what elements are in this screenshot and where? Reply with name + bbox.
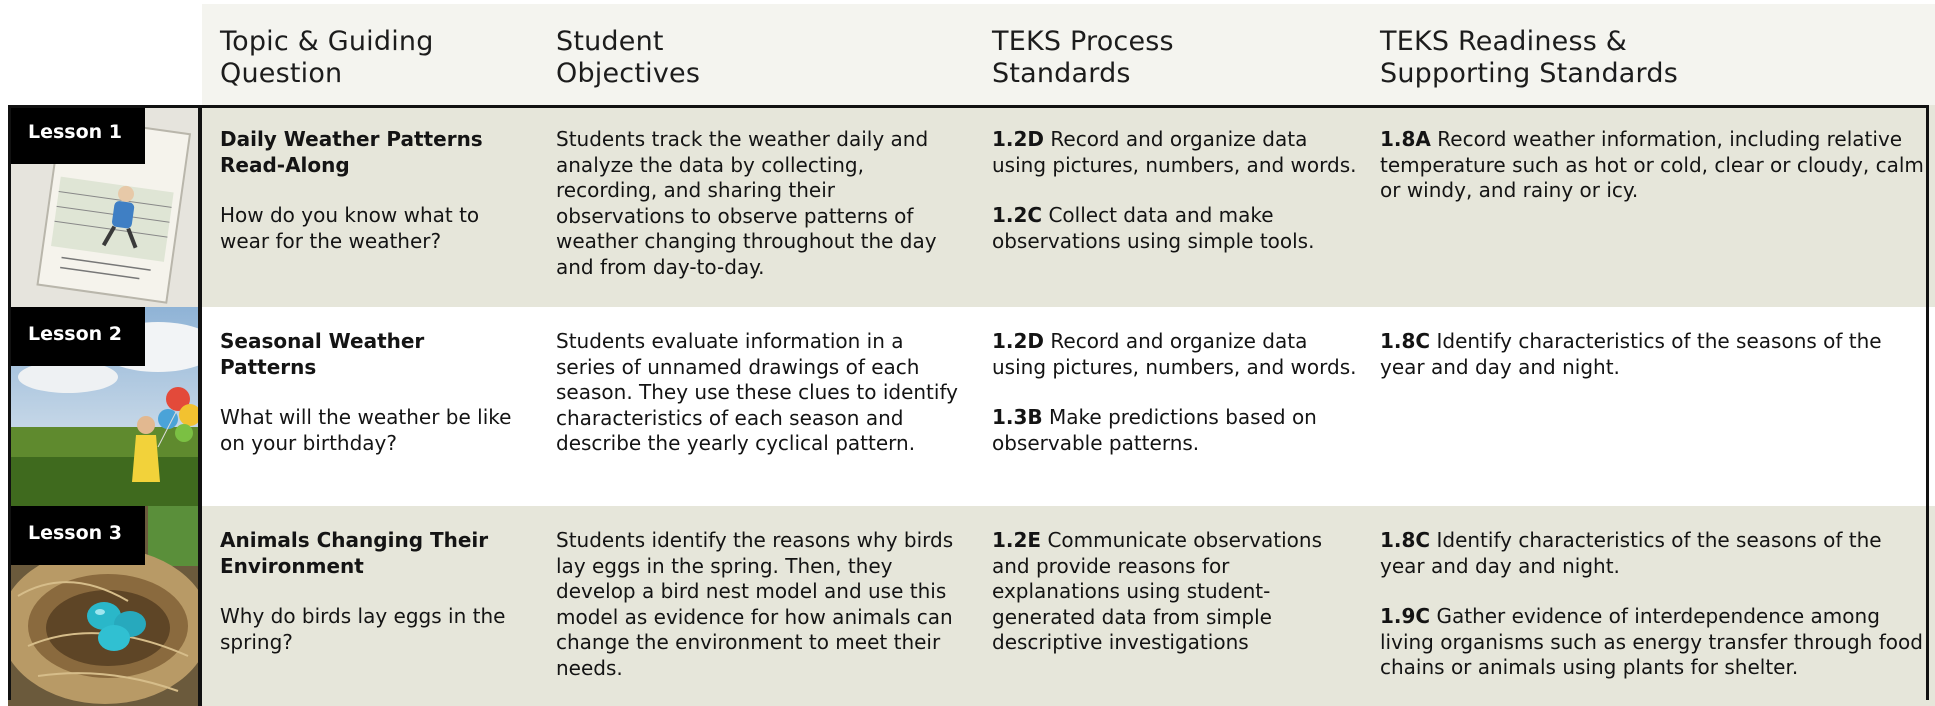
standard-text: Communicate observations and provide rea… <box>992 528 1322 654</box>
readiness-standards-cell: 1.8A Record weather information, includi… <box>1380 127 1925 204</box>
topic-title: Seasonal Weather Patterns <box>220 329 425 379</box>
lesson-label: Lesson 2 <box>8 307 145 366</box>
objectives-cell: Students identify the reasons why birds … <box>556 528 954 680</box>
standard-code: 1.3B <box>992 405 1043 429</box>
topic-title: Animals Changing Their Environment <box>220 528 489 578</box>
column-header-readiness-standards: TEKS Readiness & Supporting Standards <box>1380 26 1678 89</box>
lesson-2-thumbnail: Lesson 2 <box>8 307 202 506</box>
lesson-1-thumbnail: Lesson 1 <box>8 105 202 307</box>
column-header-topic: Topic & Guiding Question <box>220 26 434 89</box>
table-row-lesson-3: Lesson 3 Animals Changing Their Environm… <box>8 506 1935 706</box>
table-header: Topic & Guiding Question Student Objecti… <box>202 4 1935 105</box>
objectives-cell: Students track the weather daily and ana… <box>556 127 937 279</box>
standard-item: 1.8C Identify characteristics of the sea… <box>1380 528 1925 579</box>
topic-cell: Seasonal Weather Patterns What will the … <box>220 329 520 456</box>
lesson-label: Lesson 3 <box>8 506 145 565</box>
lesson-table: Lesson 1 Daily Weather Patterns Read-Alo… <box>8 105 1935 706</box>
standard-item: 1.2C Collect data and make observations … <box>992 203 1362 254</box>
process-standards-cell: 1.2D Record and organize data using pict… <box>992 329 1362 456</box>
lesson-label: Lesson 1 <box>8 105 145 164</box>
standard-text: Record weather information, including re… <box>1380 127 1924 202</box>
process-standards-cell: 1.2D Record and organize data using pict… <box>992 127 1362 254</box>
lesson-3-thumbnail: Lesson 3 <box>8 506 202 706</box>
standard-item: 1.8A Record weather information, includi… <box>1380 127 1925 204</box>
standard-code: 1.2E <box>992 528 1042 552</box>
standard-text: Gather evidence of interdependence among… <box>1380 604 1923 679</box>
column-header-objectives: Student Objectives <box>556 26 701 89</box>
standard-item: 1.9C Gather evidence of interdependence … <box>1380 604 1925 681</box>
table-row-lesson-1: Lesson 1 Daily Weather Patterns Read-Alo… <box>8 105 1935 307</box>
standard-code: 1.2D <box>992 329 1045 353</box>
standard-text: Identify characteristics of the seasons … <box>1380 528 1882 578</box>
readiness-standards-cell: 1.8C Identify characteristics of the sea… <box>1380 329 1925 380</box>
standard-code: 1.2C <box>992 203 1043 227</box>
column-header-process-standards: TEKS Process Standards <box>992 26 1174 89</box>
guiding-question: What will the weather be like on your bi… <box>220 405 512 455</box>
standard-item: 1.3B Make predictions based on observabl… <box>992 405 1362 456</box>
standard-text: Record and organize data using pictures,… <box>992 127 1357 177</box>
standard-item: 1.2D Record and organize data using pict… <box>992 329 1362 380</box>
standard-text: Collect data and make observations using… <box>992 203 1315 253</box>
standard-code: 1.8C <box>1380 528 1431 552</box>
objectives-cell: Students evaluate information in a serie… <box>556 329 958 455</box>
standard-code: 1.8C <box>1380 329 1431 353</box>
topic-cell: Daily Weather Patterns Read-Along How do… <box>220 127 520 254</box>
standard-code: 1.8A <box>1380 127 1431 151</box>
guiding-question: How do you know what to wear for the wea… <box>220 203 480 253</box>
standard-code: 1.2D <box>992 127 1045 151</box>
standard-text: Record and organize data using pictures,… <box>992 329 1357 379</box>
readiness-standards-cell: 1.8C Identify characteristics of the sea… <box>1380 528 1925 681</box>
standard-code: 1.9C <box>1380 604 1431 628</box>
guiding-question: Why do birds lay eggs in the spring? <box>220 604 506 654</box>
process-standards-cell: 1.2E Communicate observations and provid… <box>992 528 1362 656</box>
topic-cell: Animals Changing Their Environment Why d… <box>220 528 520 655</box>
standard-item: 1.2D Record and organize data using pict… <box>992 127 1362 178</box>
standard-text: Make predictions based on observable pat… <box>992 405 1317 455</box>
standard-text: Identify characteristics of the seasons … <box>1380 329 1882 379</box>
standard-item: 1.8C Identify characteristics of the sea… <box>1380 329 1925 380</box>
standard-item: 1.2E Communicate observations and provid… <box>992 528 1362 656</box>
table-row-lesson-2: Lesson 2 Seasonal Weather Patterns What … <box>8 307 1935 506</box>
topic-title: Daily Weather Patterns Read-Along <box>220 127 483 177</box>
